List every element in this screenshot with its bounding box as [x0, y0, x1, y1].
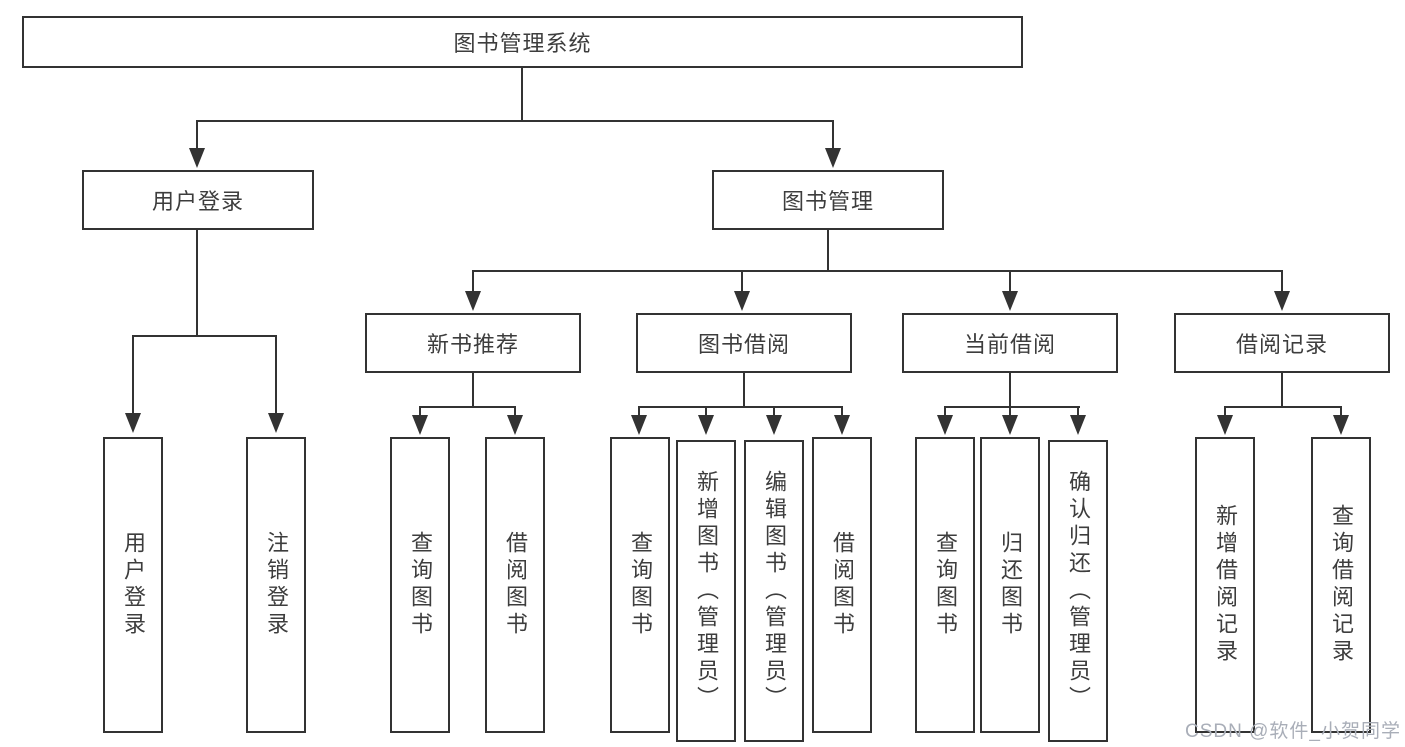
node-label: 注销登录 [264, 531, 289, 639]
node-label: 借阅图书 [503, 531, 528, 639]
arrow-down-icon [631, 406, 647, 435]
leaf-query-book-current: 查询图书 [915, 437, 975, 733]
arrow-down-icon [1070, 406, 1086, 435]
node-label: 归还图书 [998, 531, 1023, 639]
node-label: 新增图书（管理员） [694, 469, 719, 713]
node-label: 图书管理系统 [453, 31, 592, 56]
arrow-down-icon [937, 406, 953, 435]
node-label: 用户登录 [121, 531, 146, 639]
node-label: 借阅图书 [830, 531, 855, 639]
arrow-down-icon [189, 120, 205, 168]
arrow-down-icon [1002, 406, 1018, 435]
node-label: 查询图书 [408, 531, 433, 639]
leaf-query-book-borrowing: 查询图书 [610, 437, 670, 733]
connector-line [638, 406, 843, 408]
connector-line [1224, 406, 1341, 408]
leaf-return-book: 归还图书 [980, 437, 1040, 733]
arrow-down-icon [1274, 270, 1290, 311]
node-book-borrowing: 图书借阅 [636, 313, 852, 373]
node-book-management: 图书管理 [712, 170, 944, 230]
leaf-borrow-book-recommend: 借阅图书 [485, 437, 545, 733]
connector-line [196, 230, 198, 337]
leaf-logout: 注销登录 [246, 437, 306, 733]
node-library-management-system: 图书管理系统 [22, 16, 1023, 68]
node-new-book-recommend: 新书推荐 [365, 313, 581, 373]
arrow-down-icon [1217, 406, 1233, 435]
node-label: 借阅记录 [1235, 332, 1328, 357]
node-user-login: 用户登录 [82, 170, 314, 230]
connector-line [196, 120, 834, 122]
connector-line [1281, 371, 1283, 408]
arrow-down-icon [698, 406, 714, 435]
node-label: 新增借阅记录 [1213, 504, 1238, 666]
connector-line [827, 230, 829, 272]
arrow-down-icon [1002, 270, 1018, 311]
leaf-user-login: 用户登录 [103, 437, 163, 733]
node-label: 图书管理 [781, 189, 874, 214]
csdn-watermark: CSDN @软件_小贺同学 [1185, 721, 1401, 742]
node-label: 图书借阅 [697, 332, 790, 357]
node-label: 新书推荐 [426, 332, 519, 357]
node-label: 查询借阅记录 [1329, 504, 1354, 666]
node-borrowing-records: 借阅记录 [1174, 313, 1390, 373]
arrow-down-icon [268, 335, 284, 433]
node-label: 当前借阅 [963, 332, 1056, 357]
connector-line [472, 371, 474, 408]
leaf-query-book-recommend: 查询图书 [390, 437, 450, 733]
node-label: 查询图书 [933, 531, 958, 639]
connector-line [743, 371, 745, 408]
connector-line [419, 406, 516, 408]
connector-line [521, 68, 523, 122]
arrow-down-icon [507, 406, 523, 435]
leaf-add-borrow-record: 新增借阅记录 [1195, 437, 1255, 733]
node-label: 查询图书 [628, 531, 653, 639]
connector-line [1009, 371, 1011, 408]
arrow-down-icon [825, 120, 841, 168]
connector-line [944, 406, 1080, 408]
arrow-down-icon [834, 406, 850, 435]
arrow-down-icon [766, 406, 782, 435]
leaf-confirm-return-admin: 确认归还（管理员） [1048, 440, 1108, 742]
leaf-edit-book-admin: 编辑图书（管理员） [744, 440, 804, 742]
leaf-borrow-book-borrowing: 借阅图书 [812, 437, 872, 733]
connector-line [472, 270, 1283, 272]
node-current-borrowing: 当前借阅 [902, 313, 1118, 373]
leaf-query-borrow-record: 查询借阅记录 [1311, 437, 1371, 733]
connector-line [132, 335, 277, 337]
node-label: 用户登录 [151, 189, 244, 214]
node-label: 编辑图书（管理员） [762, 469, 787, 713]
leaf-add-book-admin: 新增图书（管理员） [676, 440, 736, 742]
arrow-down-icon [465, 270, 481, 311]
arrow-down-icon [412, 406, 428, 435]
arrow-down-icon [125, 335, 141, 433]
arrow-down-icon [734, 270, 750, 311]
arrow-down-icon [1333, 406, 1349, 435]
node-label: 确认归还（管理员） [1066, 469, 1091, 713]
